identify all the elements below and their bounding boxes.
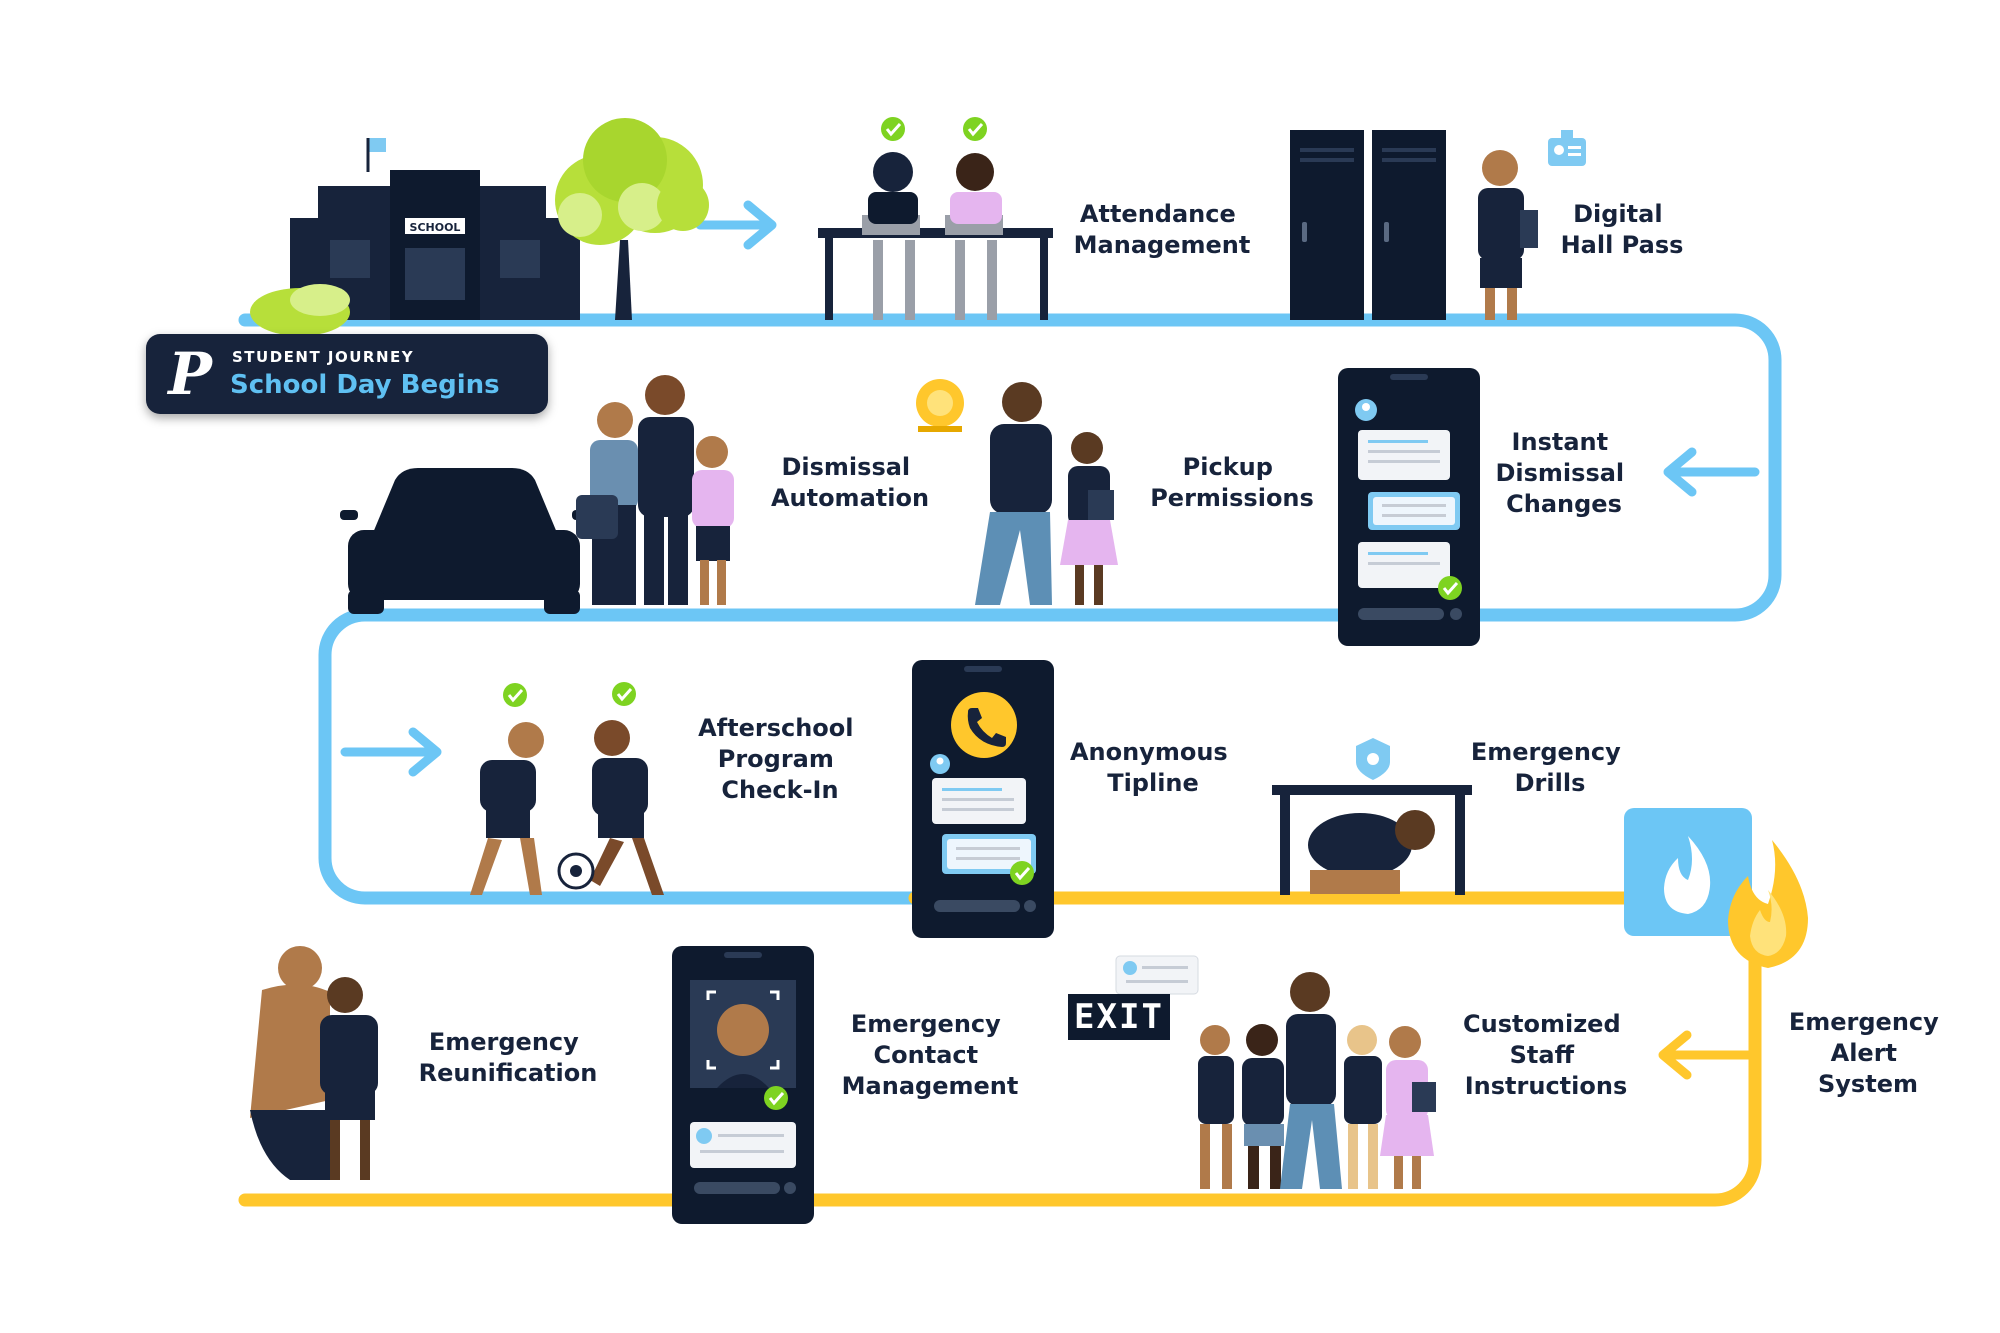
message-card [1115,955,1199,995]
student-journey-badge: P STUDENT JOURNEY School Day Begins [146,334,548,414]
arrow-right-icon [695,200,777,250]
soccer-players [470,720,664,895]
phone-call-icon [967,708,1006,747]
exit-sign: EXIT [1068,994,1170,1040]
arrow-left-icon [1658,1030,1755,1080]
arrow-right-icon [340,727,442,777]
direction-arrows [340,200,1760,1080]
step-label-emergency-contact-management: Emergency Contact Management [842,1010,1019,1100]
path-segment-blue [238,313,1782,905]
tree-illustration [555,118,709,320]
step-label-emergency-reunification: Emergency Reunification [419,1028,598,1087]
fire-alert-icon [1624,808,1808,968]
step-label-dismissal-automation: Dismissal Automation [771,453,929,512]
school-sign: SCHOOL [410,221,461,234]
reunification-figures [250,946,378,1180]
step-label-emergency-alert-system: Emergency Alert System [1789,1008,1947,1098]
step-label-instant-dismissal-changes: Instant Dismissal Changes [1495,428,1632,518]
check-icon [503,683,527,707]
step-label-pickup-permissions: Pickup Permissions [1150,453,1314,512]
step-label-afterschool-check-in: Afterschool Program Check-In [698,714,862,804]
check-icon [612,682,636,706]
step-label-digital-hall-pass: Digital Hall Pass [1561,200,1684,259]
check-icon [881,117,905,141]
step-labels: Attendance Management Digital Hall Pass … [419,200,1947,1100]
phone-mockup [912,660,1054,938]
badge-title: School Day Begins [230,370,500,400]
face-scan-frame-icon [706,990,780,1070]
arrow-left-icon [1663,447,1760,497]
step-label-attendance: Attendance Management [1074,200,1251,259]
police-badge-icon [1356,738,1390,780]
bell-icon [916,379,964,432]
student-group [1198,972,1436,1189]
check-icon [963,117,987,141]
step-label-anonymous-tipline: Anonymous Tipline [1070,738,1236,797]
classroom-desk-illustration [818,152,1053,320]
badge-kicker: STUDENT JOURNEY [232,348,415,366]
step-label-customized-staff-instructions: Customized Staff Instructions [1463,1010,1629,1100]
pickup-figures [975,382,1118,605]
desk-drill-illustration [1272,785,1472,895]
lockers-illustration [1290,130,1446,320]
id-badge-icon [1548,130,1586,166]
family-figures [576,375,734,605]
logo-icon: P [168,340,212,408]
car-illustration [340,468,590,614]
school-building-illustration: SCHOOL [250,138,580,336]
phone-mockup [1338,368,1480,646]
phone-mockup [672,946,814,1224]
student-figure [1478,150,1538,320]
step-label-emergency-drills: Emergency Drills [1471,738,1629,797]
